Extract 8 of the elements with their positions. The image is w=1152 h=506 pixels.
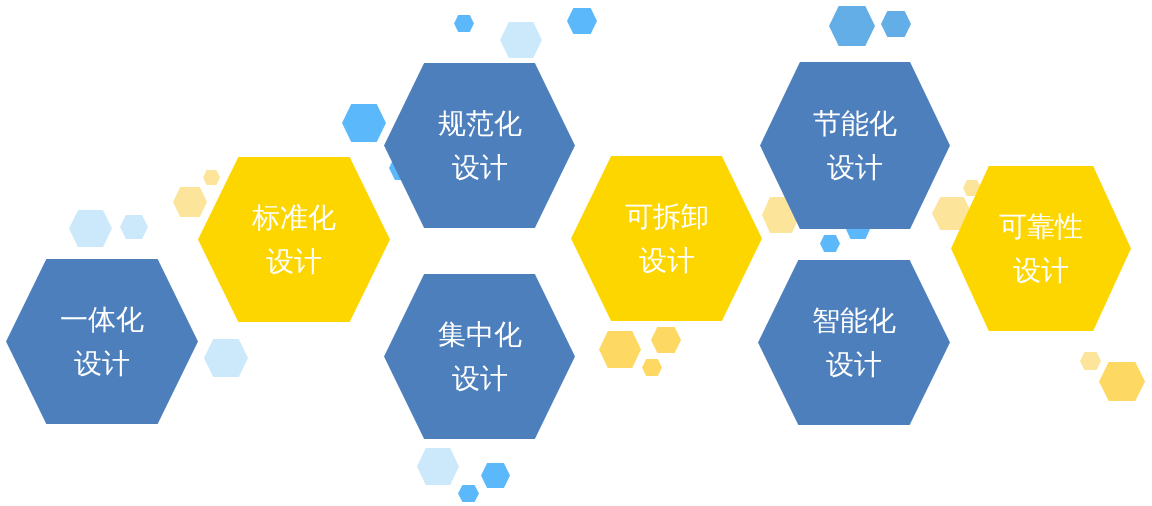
hexagon-label: 集中化设计 xyxy=(436,316,523,397)
hexagon-label: 标准化设计 xyxy=(251,199,337,280)
hexagon-label: 可靠性设计 xyxy=(998,208,1084,289)
hexagon-label: 可拆卸设计 xyxy=(623,198,710,279)
hexagon-label: 规范化设计 xyxy=(436,105,523,186)
hexagon-label: 一体化设计 xyxy=(59,301,145,382)
hexagon-label: 智能化设计 xyxy=(811,302,897,383)
hexagon-label: 节能化设计 xyxy=(812,105,898,186)
